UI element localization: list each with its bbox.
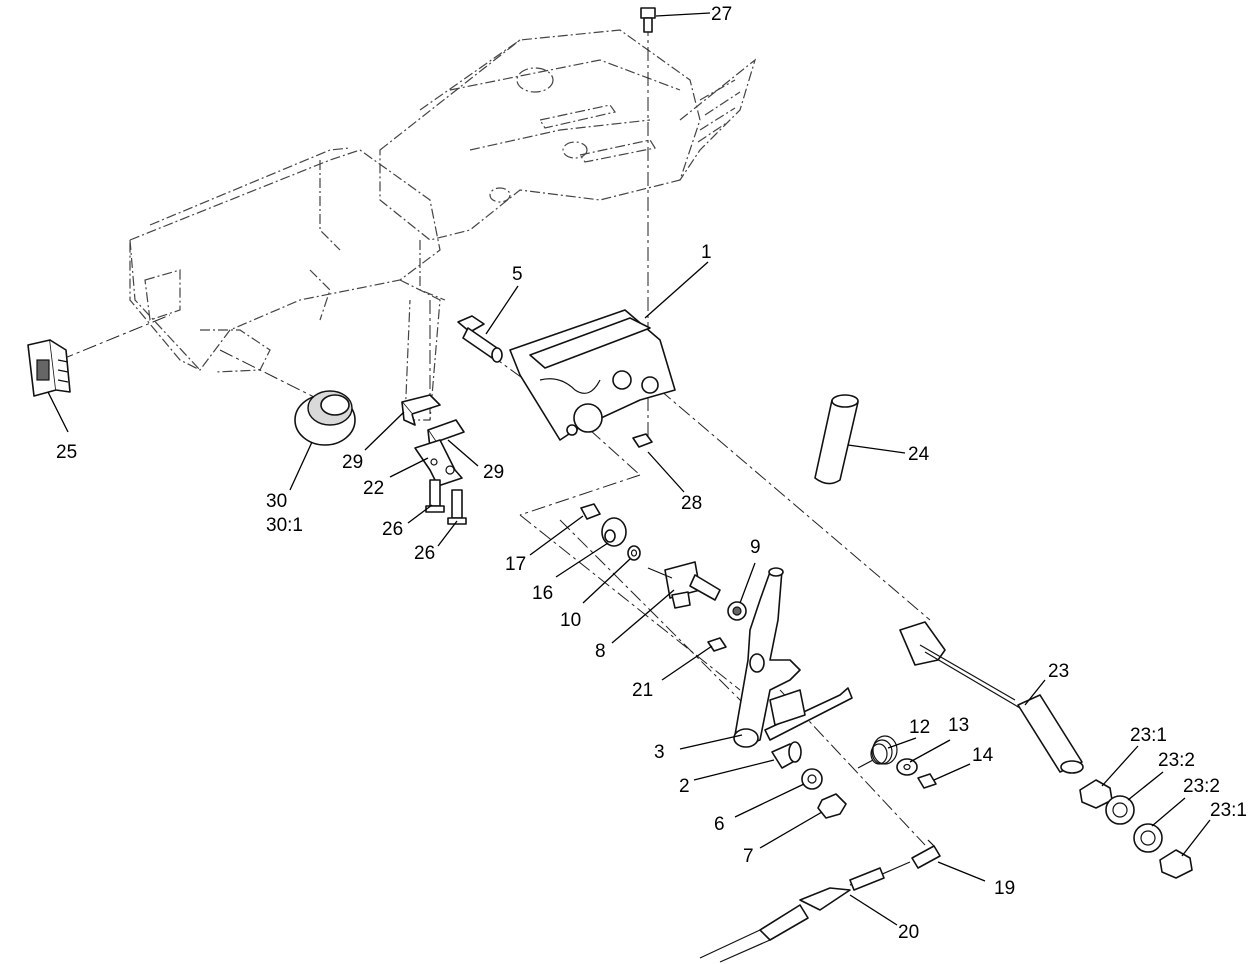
- callout-22: 22: [363, 478, 384, 499]
- callout-30-1: 30:1: [266, 515, 303, 536]
- callout-16: 16: [532, 583, 553, 604]
- callout-leader-lines: [47, 12, 1211, 926]
- part-23-harness: [899, 621, 1084, 774]
- callout-29-left: 29: [342, 452, 363, 473]
- callout-23-2-lower: 23:2: [1183, 776, 1220, 797]
- callout-14: 14: [972, 745, 994, 766]
- callout-9: 9: [750, 537, 761, 558]
- part-1-plate: [509, 309, 676, 441]
- callout-23-1-upper: 23:1: [1130, 725, 1167, 746]
- callout-25: 25: [56, 442, 77, 463]
- part-22-bracket: [414, 439, 463, 487]
- callout-13: 13: [948, 715, 969, 736]
- callout-19: 19: [994, 878, 1015, 899]
- part-27-bolt: [640, 7, 656, 33]
- part-26-bolts: [425, 479, 467, 525]
- callout-21: 21: [632, 680, 653, 701]
- callout-29-right: 29: [483, 462, 504, 483]
- part-3-lever: [733, 567, 853, 748]
- part-8-pivot-bracket: [647, 561, 721, 609]
- part-12-spring: [857, 735, 898, 769]
- part-28-nut: [632, 433, 653, 448]
- part-17-nut: [580, 503, 601, 520]
- part-16-spacer: [601, 517, 627, 547]
- callout-23-1-lower: 23:1: [1210, 800, 1247, 821]
- callout-2: 2: [679, 776, 690, 797]
- part-5-bolt: [457, 315, 503, 363]
- callout-26-upper: 26: [382, 519, 403, 540]
- part-30-knob: [294, 390, 356, 446]
- callout-5: 5: [512, 264, 523, 285]
- callout-17: 17: [505, 554, 526, 575]
- callout-24: 24: [908, 444, 930, 465]
- callout-10: 10: [560, 610, 581, 631]
- part-7-nut: [817, 793, 847, 819]
- part-9-bushing: [727, 601, 747, 621]
- part-2-bushing: [771, 741, 802, 769]
- callout-26-lower: 26: [414, 543, 435, 564]
- callout-23: 23: [1048, 661, 1069, 682]
- callout-7: 7: [743, 846, 754, 867]
- callout-labels: 1 2 3 5 6 7 8 9 10 12 13 14 16 17 19 20 …: [56, 4, 1247, 943]
- part-23-2-washer-b: [1133, 823, 1163, 853]
- part-10-washer: [627, 545, 641, 561]
- frame-phantom-outline: [129, 29, 757, 421]
- callout-8: 8: [595, 641, 606, 662]
- callout-23-2-upper: 23:2: [1158, 750, 1195, 771]
- callout-28: 28: [681, 493, 702, 514]
- part-6-washer: [801, 768, 823, 790]
- callout-27: 27: [711, 4, 732, 25]
- callout-1: 1: [701, 242, 712, 263]
- part-23-1-nut-b: [1159, 849, 1193, 879]
- part-24-handle-grip: [814, 394, 859, 485]
- part-25-switch: [27, 339, 71, 397]
- part-13-washer: [896, 758, 918, 776]
- part-23-2-washer-a: [1105, 795, 1135, 825]
- callout-20: 20: [898, 922, 919, 943]
- callout-12: 12: [909, 717, 930, 738]
- callout-30: 30: [266, 491, 287, 512]
- part-14-nut: [917, 773, 937, 789]
- part-20-cable: [699, 861, 911, 963]
- callout-6: 6: [714, 814, 725, 835]
- part-21-nut: [707, 637, 727, 652]
- callout-3: 3: [654, 742, 665, 763]
- part-19-cable-end: [911, 839, 941, 869]
